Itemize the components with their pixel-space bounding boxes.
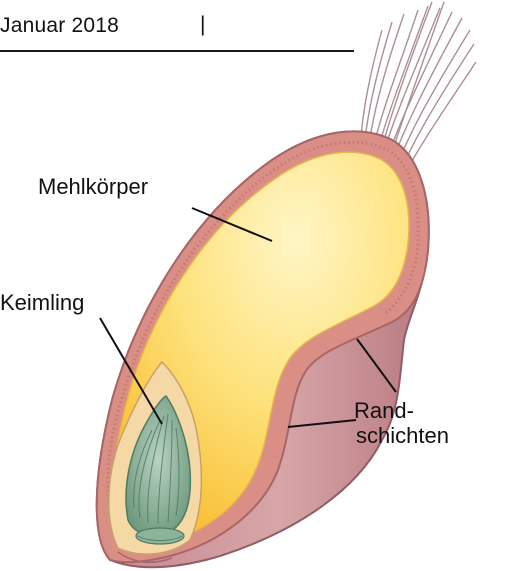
label-randschichten: Rand- schichten	[354, 398, 449, 448]
label-keimling: Keimling	[0, 292, 84, 314]
label-randschichten-line2: schichten	[356, 423, 449, 448]
label-randschichten-line1: Rand-	[354, 398, 449, 423]
label-mehlkoerper: Mehlkörper	[38, 176, 148, 198]
